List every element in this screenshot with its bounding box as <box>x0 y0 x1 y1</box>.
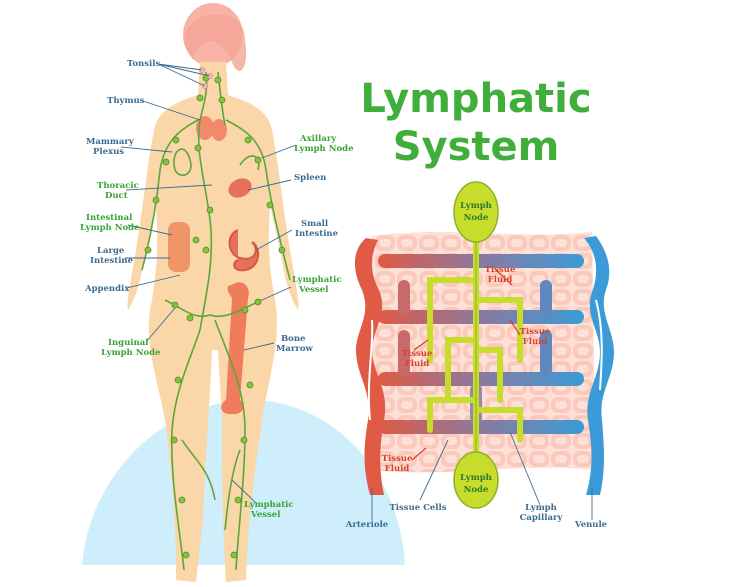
capillary-leader-lines <box>371 431 593 520</box>
label-appendix: Appendix <box>84 284 130 294</box>
label-intestinal-1: Intestinal <box>86 213 133 223</box>
label-inguinal-1: Inguinal <box>108 338 149 348</box>
label-tissue-fluid-2a: Tissue <box>520 327 551 337</box>
label-bone-marrow-2: Marrow <box>276 344 314 354</box>
label-axillary-1: Axillary <box>299 134 337 144</box>
label-tissue-fluid-4a: Tissue <box>382 454 413 464</box>
small-intestine-organ <box>228 229 260 272</box>
label-tissue-fluid-1a: Tissue <box>485 265 516 275</box>
lymph-node-bottom <box>453 451 499 509</box>
venule-vessel <box>584 236 614 495</box>
label-tissue-fluid-4b: Fluid <box>385 464 410 474</box>
label-axillary-2: Lymph Node <box>294 144 354 154</box>
label-tissue-fluid-3b: Fluid <box>405 359 430 369</box>
label-inguinal-2: Lymph Node <box>101 348 161 358</box>
title-line-2: System <box>393 124 560 170</box>
arteriole-flow-arrow <box>367 319 374 421</box>
label-spleen: Spleen <box>294 173 326 183</box>
hair-silhouette <box>184 14 247 71</box>
label-large-intestine-2: Intestine <box>90 256 134 266</box>
body-lymph-nodes <box>144 74 286 559</box>
label-lymph-capillary-2: Capillary <box>520 513 564 523</box>
leader-lines <box>120 63 297 504</box>
label-bone-marrow-1: Bone <box>281 334 306 344</box>
title-line-1: Lymphatic <box>360 76 591 122</box>
label-thoracic-2: Duct <box>105 191 128 201</box>
label-tissue-fluid-3a: Tissue <box>402 349 433 359</box>
label-mammary-2: Plexus <box>93 147 124 157</box>
spleen-organ <box>228 178 252 198</box>
body-silhouette <box>127 62 299 582</box>
label-leg-vessel-1: Lymphatic <box>244 500 294 510</box>
label-thymus: Thymus <box>107 96 145 106</box>
venule-flow-arrow <box>595 299 603 391</box>
label-thoracic-1: Thoracic <box>97 181 139 191</box>
body-figure-group: Tonsils Thymus Mammary Plexus Axillary L… <box>80 3 405 582</box>
tissue-fluid-arrows <box>411 269 521 461</box>
capillary-bed-group: Lymph Node Lymph Node Tissue Fluid Tissu… <box>345 181 614 530</box>
label-mammary-1: Mammary <box>86 137 135 147</box>
label-lymphatic-vessel-1: Lymphatic <box>292 275 342 285</box>
bone-marrow-organ <box>221 282 249 415</box>
label-small-intestine-2: Intestine <box>295 229 339 239</box>
label-tissue-fluid-1b: Fluid <box>488 275 513 285</box>
large-intestine-organ <box>168 222 190 272</box>
label-venule: Venule <box>574 520 608 530</box>
label-node-top-2: Node <box>464 213 489 223</box>
label-node-bottom-2: Node <box>464 485 489 495</box>
label-node-top-1: Lymph <box>460 201 492 211</box>
label-leg-vessel-2: Vessel <box>250 510 281 520</box>
label-lymph-capillary-1: Lymph <box>525 503 557 513</box>
label-arteriole: Arteriole <box>345 520 389 530</box>
label-tissue-cells: Tissue Cells <box>389 503 446 513</box>
label-intestinal-2: Lymph Node <box>80 223 140 233</box>
label-large-intestine-1: Large <box>97 246 125 256</box>
label-lymphatic-vessel-2: Vessel <box>298 285 329 295</box>
lymph-node-top <box>453 181 499 243</box>
label-node-bottom-1: Lymph <box>460 473 492 483</box>
thymus-organ <box>196 116 227 141</box>
label-tonsils: Tonsils <box>127 59 160 69</box>
label-tissue-fluid-2b: Fluid <box>523 337 548 347</box>
label-small-intestine-1: Small <box>301 219 329 229</box>
